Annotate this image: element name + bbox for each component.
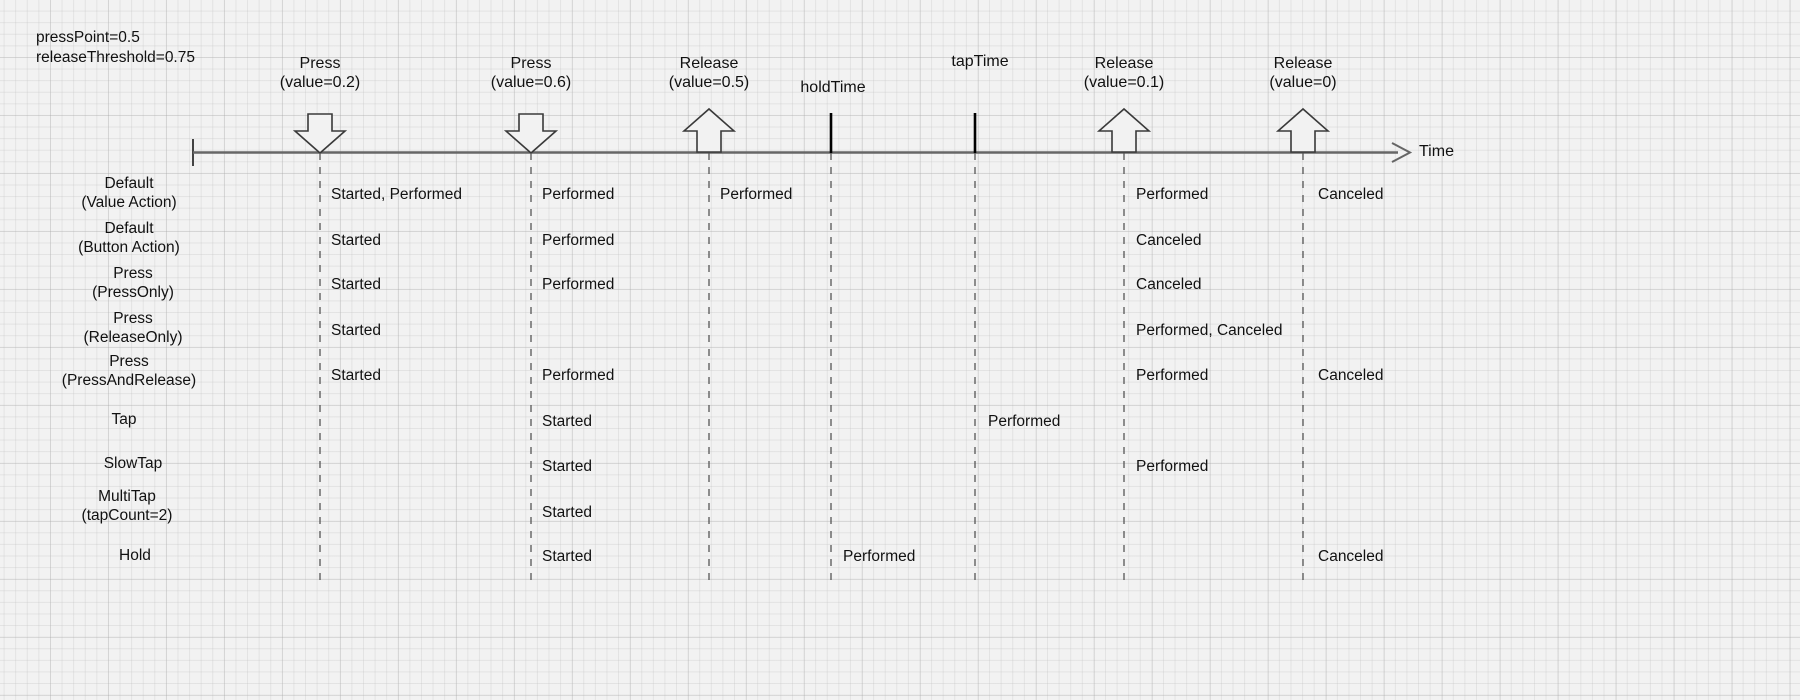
event-label-press-0-2-line1: Press — [299, 55, 341, 72]
press-arrow-marker — [292, 113, 348, 155]
cell-press-releaseonly-release-0-1: Performed, Canceled — [1136, 322, 1283, 339]
event-label-press-0-6-line1: Press — [510, 55, 552, 72]
cell-hold-release-0: Canceled — [1318, 548, 1384, 565]
time-axis — [192, 139, 1413, 166]
row-label-tap: Tap — [111, 411, 137, 428]
parameter-press-point: pressPoint=0.5 — [36, 29, 140, 46]
press-arrow-marker — [503, 113, 559, 155]
event-label-release-0-1-line2: (value=0.1) — [1083, 74, 1165, 91]
event-label-press-0-6-line2: (value=0.6) — [490, 74, 572, 91]
row-label-default-value-action-line1: Default — [104, 175, 154, 192]
event-label-tap-time: tapTime — [951, 53, 1009, 70]
event-guide-lines — [319, 153, 1304, 583]
parameter-release-threshold: releaseThreshold=0.75 — [36, 49, 195, 66]
cell-hold-press-0-6: Started — [542, 548, 592, 565]
row-label-default-value-action-line2: (Value Action) — [81, 194, 177, 211]
row-label-slowtap: SlowTap — [103, 455, 163, 472]
event-label-release-0-5-line1: Release — [679, 55, 739, 72]
cell-press-pressandrelease-press-0-6: Performed — [542, 367, 615, 384]
cell-default-button-action-press-0-6: Performed — [542, 232, 615, 249]
row-label-press-releaseonly-line2: (ReleaseOnly) — [83, 329, 183, 346]
cell-default-value-action-press-0-6: Performed — [542, 186, 615, 203]
row-label-hold: Hold — [119, 547, 151, 564]
cell-press-pressandrelease-release-0: Canceled — [1318, 367, 1384, 384]
cell-tap-tap-time: Performed — [988, 413, 1061, 430]
cell-hold-hold-time: Performed — [843, 548, 916, 565]
release-arrow-marker — [681, 107, 737, 153]
cell-multitap-press-0-6: Started — [542, 504, 592, 521]
cell-default-value-action-release-0-5: Performed — [720, 186, 793, 203]
cell-slowtap-release-0-1: Performed — [1136, 458, 1209, 475]
row-label-press-pressandrelease-line2: (PressAndRelease) — [61, 372, 197, 389]
cell-press-releaseonly-press-0-2: Started — [331, 322, 381, 339]
row-label-default-button-action-line1: Default — [104, 220, 154, 237]
event-label-release-0-5-line2: (value=0.5) — [668, 74, 750, 91]
cell-press-pressonly-press-0-2: Started — [331, 276, 381, 293]
event-label-hold-time: holdTime — [800, 79, 866, 96]
cell-press-pressonly-press-0-6: Performed — [542, 276, 615, 293]
row-label-press-pressandrelease-line1: Press — [109, 353, 149, 370]
event-label-press-0-2-line2: (value=0.2) — [279, 74, 361, 91]
cell-default-value-action-release-0-1: Performed — [1136, 186, 1209, 203]
row-label-press-pressonly-line1: Press — [113, 265, 153, 282]
event-label-release-0-line1: Release — [1273, 55, 1333, 72]
cell-press-pressandrelease-press-0-2: Started — [331, 367, 381, 384]
event-label-release-0-1-line1: Release — [1094, 55, 1154, 72]
cell-press-pressonly-release-0-1: Canceled — [1136, 276, 1202, 293]
event-label-release-0-line2: (value=0) — [1269, 74, 1337, 91]
row-label-press-releaseonly-line1: Press — [113, 310, 153, 327]
cell-slowtap-press-0-6: Started — [542, 458, 592, 475]
row-label-multitap-line1: MultiTap — [98, 488, 156, 505]
release-arrow-marker — [1096, 107, 1152, 153]
cell-tap-press-0-6: Started — [542, 413, 592, 430]
row-label-press-pressonly-line2: (PressOnly) — [92, 284, 174, 301]
release-arrow-marker — [1275, 107, 1331, 153]
row-label-default-button-action-line2: (Button Action) — [78, 239, 180, 256]
time-axis-label: Time — [1419, 143, 1454, 160]
cell-default-value-action-release-0: Canceled — [1318, 186, 1384, 203]
cell-default-button-action-press-0-2: Started — [331, 232, 381, 249]
cell-press-pressandrelease-release-0-1: Performed — [1136, 367, 1209, 384]
cell-default-value-action-press-0-2: Started, Performed — [331, 186, 462, 203]
cell-default-button-action-release-0-1: Canceled — [1136, 232, 1202, 249]
row-label-multitap-line2-b: (tapCount=2) — [81, 507, 173, 524]
